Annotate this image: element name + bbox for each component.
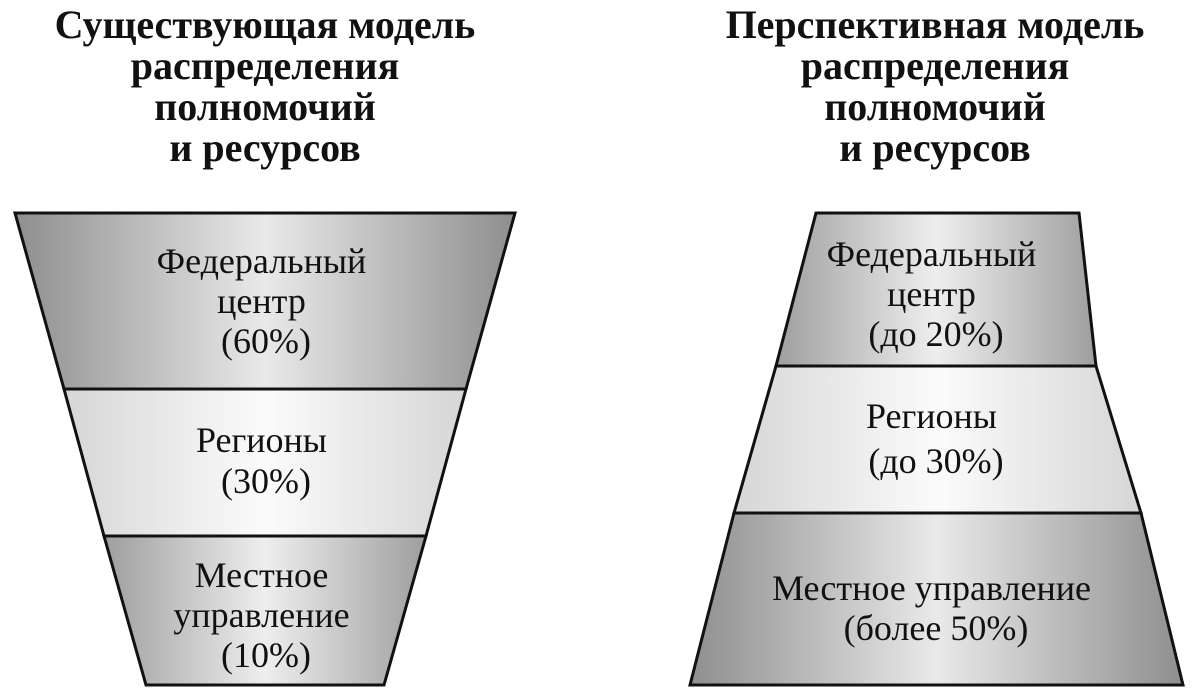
title-line: и ресурсов — [169, 125, 361, 170]
current-model-funnel: Федеральный центр (60%) Регионы (30%) Ме… — [13, 211, 517, 687]
level-local-label: Местное управление (более 50%) — [772, 568, 1100, 648]
level-local-label: Местное управление (10%) — [173, 555, 358, 675]
level-regions-label: Регионы (до 30%) — [866, 396, 1006, 481]
current-model-title: Существующая модель распределения полном… — [0, 4, 530, 168]
title-line: распределения — [800, 43, 1070, 88]
title-line: Существующая модель — [54, 2, 476, 47]
level-local-shape — [102, 534, 428, 687]
level-local-shape — [688, 511, 1185, 687]
title-line: полномочий — [824, 84, 1046, 129]
prospective-model-pyramid: Федеральный центр (до 20%) Регионы (до 3… — [688, 211, 1185, 687]
level-regions-label: Регионы (30%) — [196, 420, 336, 501]
title-line: распределения — [130, 43, 400, 88]
title-line: Перспективная модель — [725, 2, 1145, 47]
level-federal-label: Федеральный центр (60%) — [157, 241, 376, 361]
title-line: полномочий — [154, 84, 376, 129]
prospective-model-title: Перспективная модель распределения полно… — [670, 4, 1200, 168]
title-line: и ресурсов — [839, 125, 1031, 170]
level-regions-shape — [732, 364, 1144, 515]
level-federal-label: Федеральный центр (до 20%) — [827, 234, 1046, 354]
